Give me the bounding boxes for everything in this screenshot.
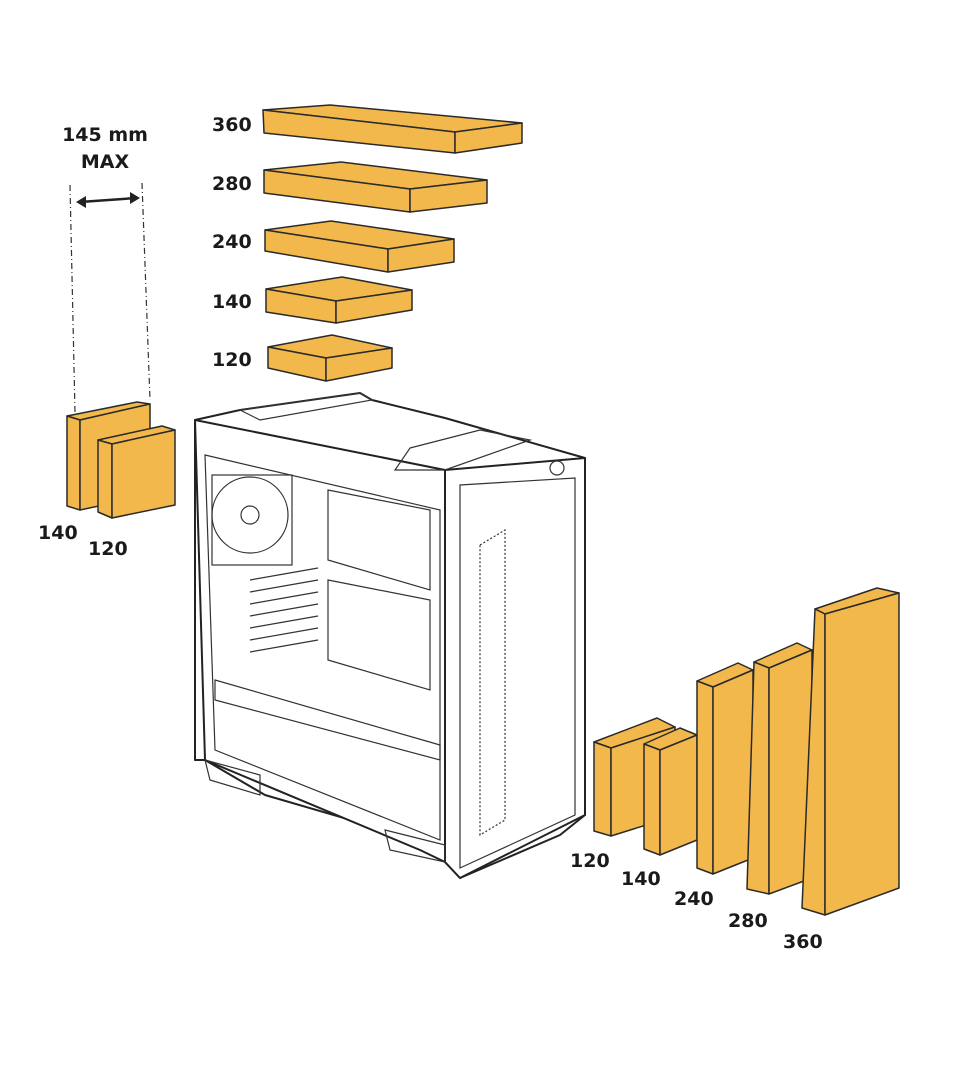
front-mesh [479,528,506,837]
rear-radiator-120 [97,425,176,519]
top-radiator-280 [263,161,488,213]
front-radiator-140 [643,727,698,856]
top-label-120: 120 [212,349,252,371]
top-label-360: 360 [212,114,252,136]
clearance-max-label: MAX [80,151,130,173]
front-label-240: 240 [674,888,714,910]
rear-label-120: 120 [88,538,128,560]
top-radiator-140 [265,276,413,324]
pc-case-illustration [194,392,586,879]
top-label-140: 140 [212,291,252,313]
clearance-value-label: 145 mm [62,124,148,146]
front-radiator-360 [801,587,900,916]
front-label-120: 120 [570,850,610,872]
top-radiator-360 [262,104,523,154]
front-label-140: 140 [621,868,661,890]
front-label-280: 280 [728,910,768,932]
top-radiator-120 [267,334,393,382]
clearance-indicator [69,182,151,413]
top-label-240: 240 [212,231,252,253]
front-label-360: 360 [783,931,823,953]
rear-label-140: 140 [38,522,78,544]
front-radiator-280 [746,642,813,895]
front-radiator-240 [696,662,754,875]
top-label-280: 280 [212,173,252,195]
top-radiator-240 [264,220,455,273]
expansion-slots [249,567,319,653]
